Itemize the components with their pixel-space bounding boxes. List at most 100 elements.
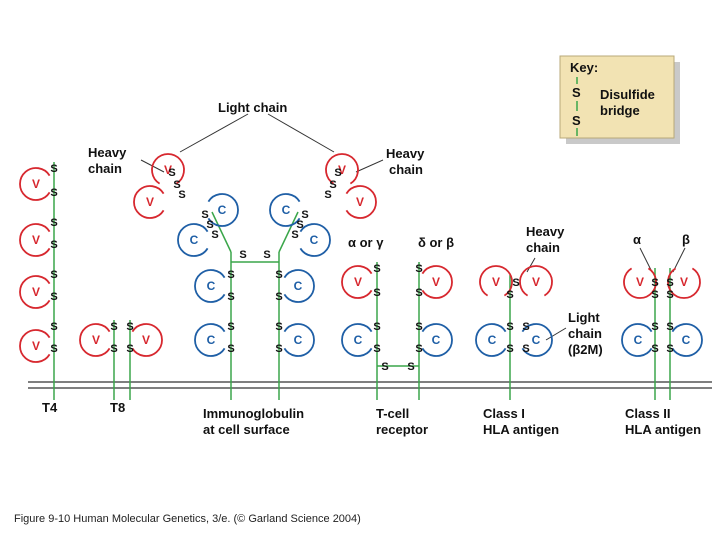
heavy-chain-right-label-2: chain	[389, 162, 423, 177]
class2-label-1: Class II	[625, 406, 671, 421]
v-domain: V	[325, 153, 359, 185]
domain-letter: C	[294, 333, 303, 347]
domain-letter: V	[164, 163, 172, 177]
disulfide-s: S	[201, 209, 208, 221]
domain-letter: V	[432, 275, 440, 289]
b2m-light-label-3: (β2M)	[568, 342, 603, 357]
disulfide-s: S	[415, 321, 422, 333]
disulfide-s: S	[334, 167, 341, 179]
domain-letter: C	[218, 203, 227, 217]
disulfide-s: S	[651, 343, 658, 355]
b2m-light-label-2: chain	[568, 326, 602, 341]
domain-letter: C	[207, 279, 216, 293]
domain-letter: V	[32, 339, 40, 353]
disulfide-s: S	[275, 291, 282, 303]
disulfide-s: S	[178, 189, 185, 201]
v-domain: V	[519, 265, 553, 297]
disulfide-s: S	[522, 321, 529, 333]
disulfide-s: S	[50, 163, 57, 175]
disulfide-s: S	[126, 321, 133, 333]
disulfide-s: S	[296, 219, 303, 231]
disulfide-s: S	[275, 269, 282, 281]
t8-label: T8	[110, 400, 125, 415]
cell-membrane	[28, 381, 712, 389]
disulfide-s: S	[301, 209, 308, 221]
disulfide-s: S	[373, 263, 380, 275]
light-chain-label: Light chain	[218, 100, 287, 115]
v-domain: V	[341, 265, 373, 299]
key-label-line1: Disulfide	[600, 87, 655, 102]
disulfide-s: S	[50, 187, 57, 199]
domain-letter: C	[354, 333, 363, 347]
disulfide-s: S	[651, 289, 658, 301]
disulfide-s: S	[324, 189, 331, 201]
v-domain: V	[345, 185, 377, 219]
disulfide-s: S	[206, 219, 213, 231]
domain-letter: V	[92, 333, 100, 347]
c-domain: C	[207, 193, 239, 227]
domain-letter: C	[432, 333, 441, 347]
disulfide-s: S	[381, 361, 388, 373]
domain-letter: C	[532, 333, 541, 347]
disulfide-s: S	[50, 321, 57, 333]
disulfide-s: S	[512, 277, 519, 289]
c-domain: C	[621, 323, 653, 357]
disulfide-s: S	[329, 179, 336, 191]
v-domain: V	[133, 185, 165, 219]
disulfide-s: S	[651, 321, 658, 333]
domain-letter: V	[636, 275, 644, 289]
disulfide-s: S	[239, 249, 246, 261]
c-domain: C	[269, 193, 301, 227]
class1-label-2: HLA antigen	[483, 422, 559, 437]
beta-label: β	[682, 232, 690, 247]
disulfide-s: S	[291, 229, 298, 241]
disulfide-s: S	[415, 263, 422, 275]
domain-letter: V	[32, 177, 40, 191]
domain-letter: C	[488, 333, 497, 347]
disulfide-s: S	[522, 343, 529, 355]
disulfide-s: S	[415, 343, 422, 355]
disulfide-s: S	[50, 291, 57, 303]
class1-heavy-chain-label-1: Heavy	[526, 224, 565, 239]
c-domain: C	[521, 323, 553, 357]
domain-letter: C	[310, 233, 319, 247]
c-domain: C	[177, 223, 209, 257]
disulfide-s: S	[173, 179, 180, 191]
c-domain: C	[671, 323, 703, 357]
key-title: Key:	[570, 60, 598, 75]
v-domain: V	[479, 265, 513, 297]
v-domain: V	[19, 167, 51, 201]
domain-letter: V	[492, 275, 500, 289]
c-domain: C	[194, 323, 226, 357]
disulfide-s: S	[415, 287, 422, 299]
domain-letter: C	[682, 333, 691, 347]
c-domain: C	[283, 269, 315, 303]
disulfide-s: S	[373, 321, 380, 333]
heavy-chain-left-label-1: Heavy	[88, 145, 127, 160]
diagram-labels: Light chain Heavy chain Heavy chain α or…	[88, 100, 690, 357]
c-domain: C	[475, 323, 507, 357]
c-domain: C	[283, 323, 315, 357]
disulfide-s: S	[263, 249, 270, 261]
v-domain: V	[19, 329, 51, 363]
disulfide-s: S	[651, 277, 658, 289]
disulfide-s: S	[227, 291, 234, 303]
disulfide-s: S	[211, 229, 218, 241]
disulfide-s: S	[110, 343, 117, 355]
disulfide-s: S	[126, 343, 133, 355]
domain-letter: C	[294, 279, 303, 293]
disulfide-s: S	[373, 343, 380, 355]
disulfide-s: S	[666, 277, 673, 289]
domain-letter: V	[32, 285, 40, 299]
v-domain: V	[131, 323, 163, 357]
key-label-line2: bridge	[600, 103, 640, 118]
domain-letter: C	[207, 333, 216, 347]
domain-letter: V	[354, 275, 362, 289]
c-domain: C	[341, 323, 373, 357]
disulfide-s: S	[50, 239, 57, 251]
domain-letter: V	[32, 233, 40, 247]
alpha-or-gamma-label: α or γ	[348, 235, 384, 250]
v-domain: V	[19, 275, 51, 309]
domain-letter: C	[190, 233, 199, 247]
